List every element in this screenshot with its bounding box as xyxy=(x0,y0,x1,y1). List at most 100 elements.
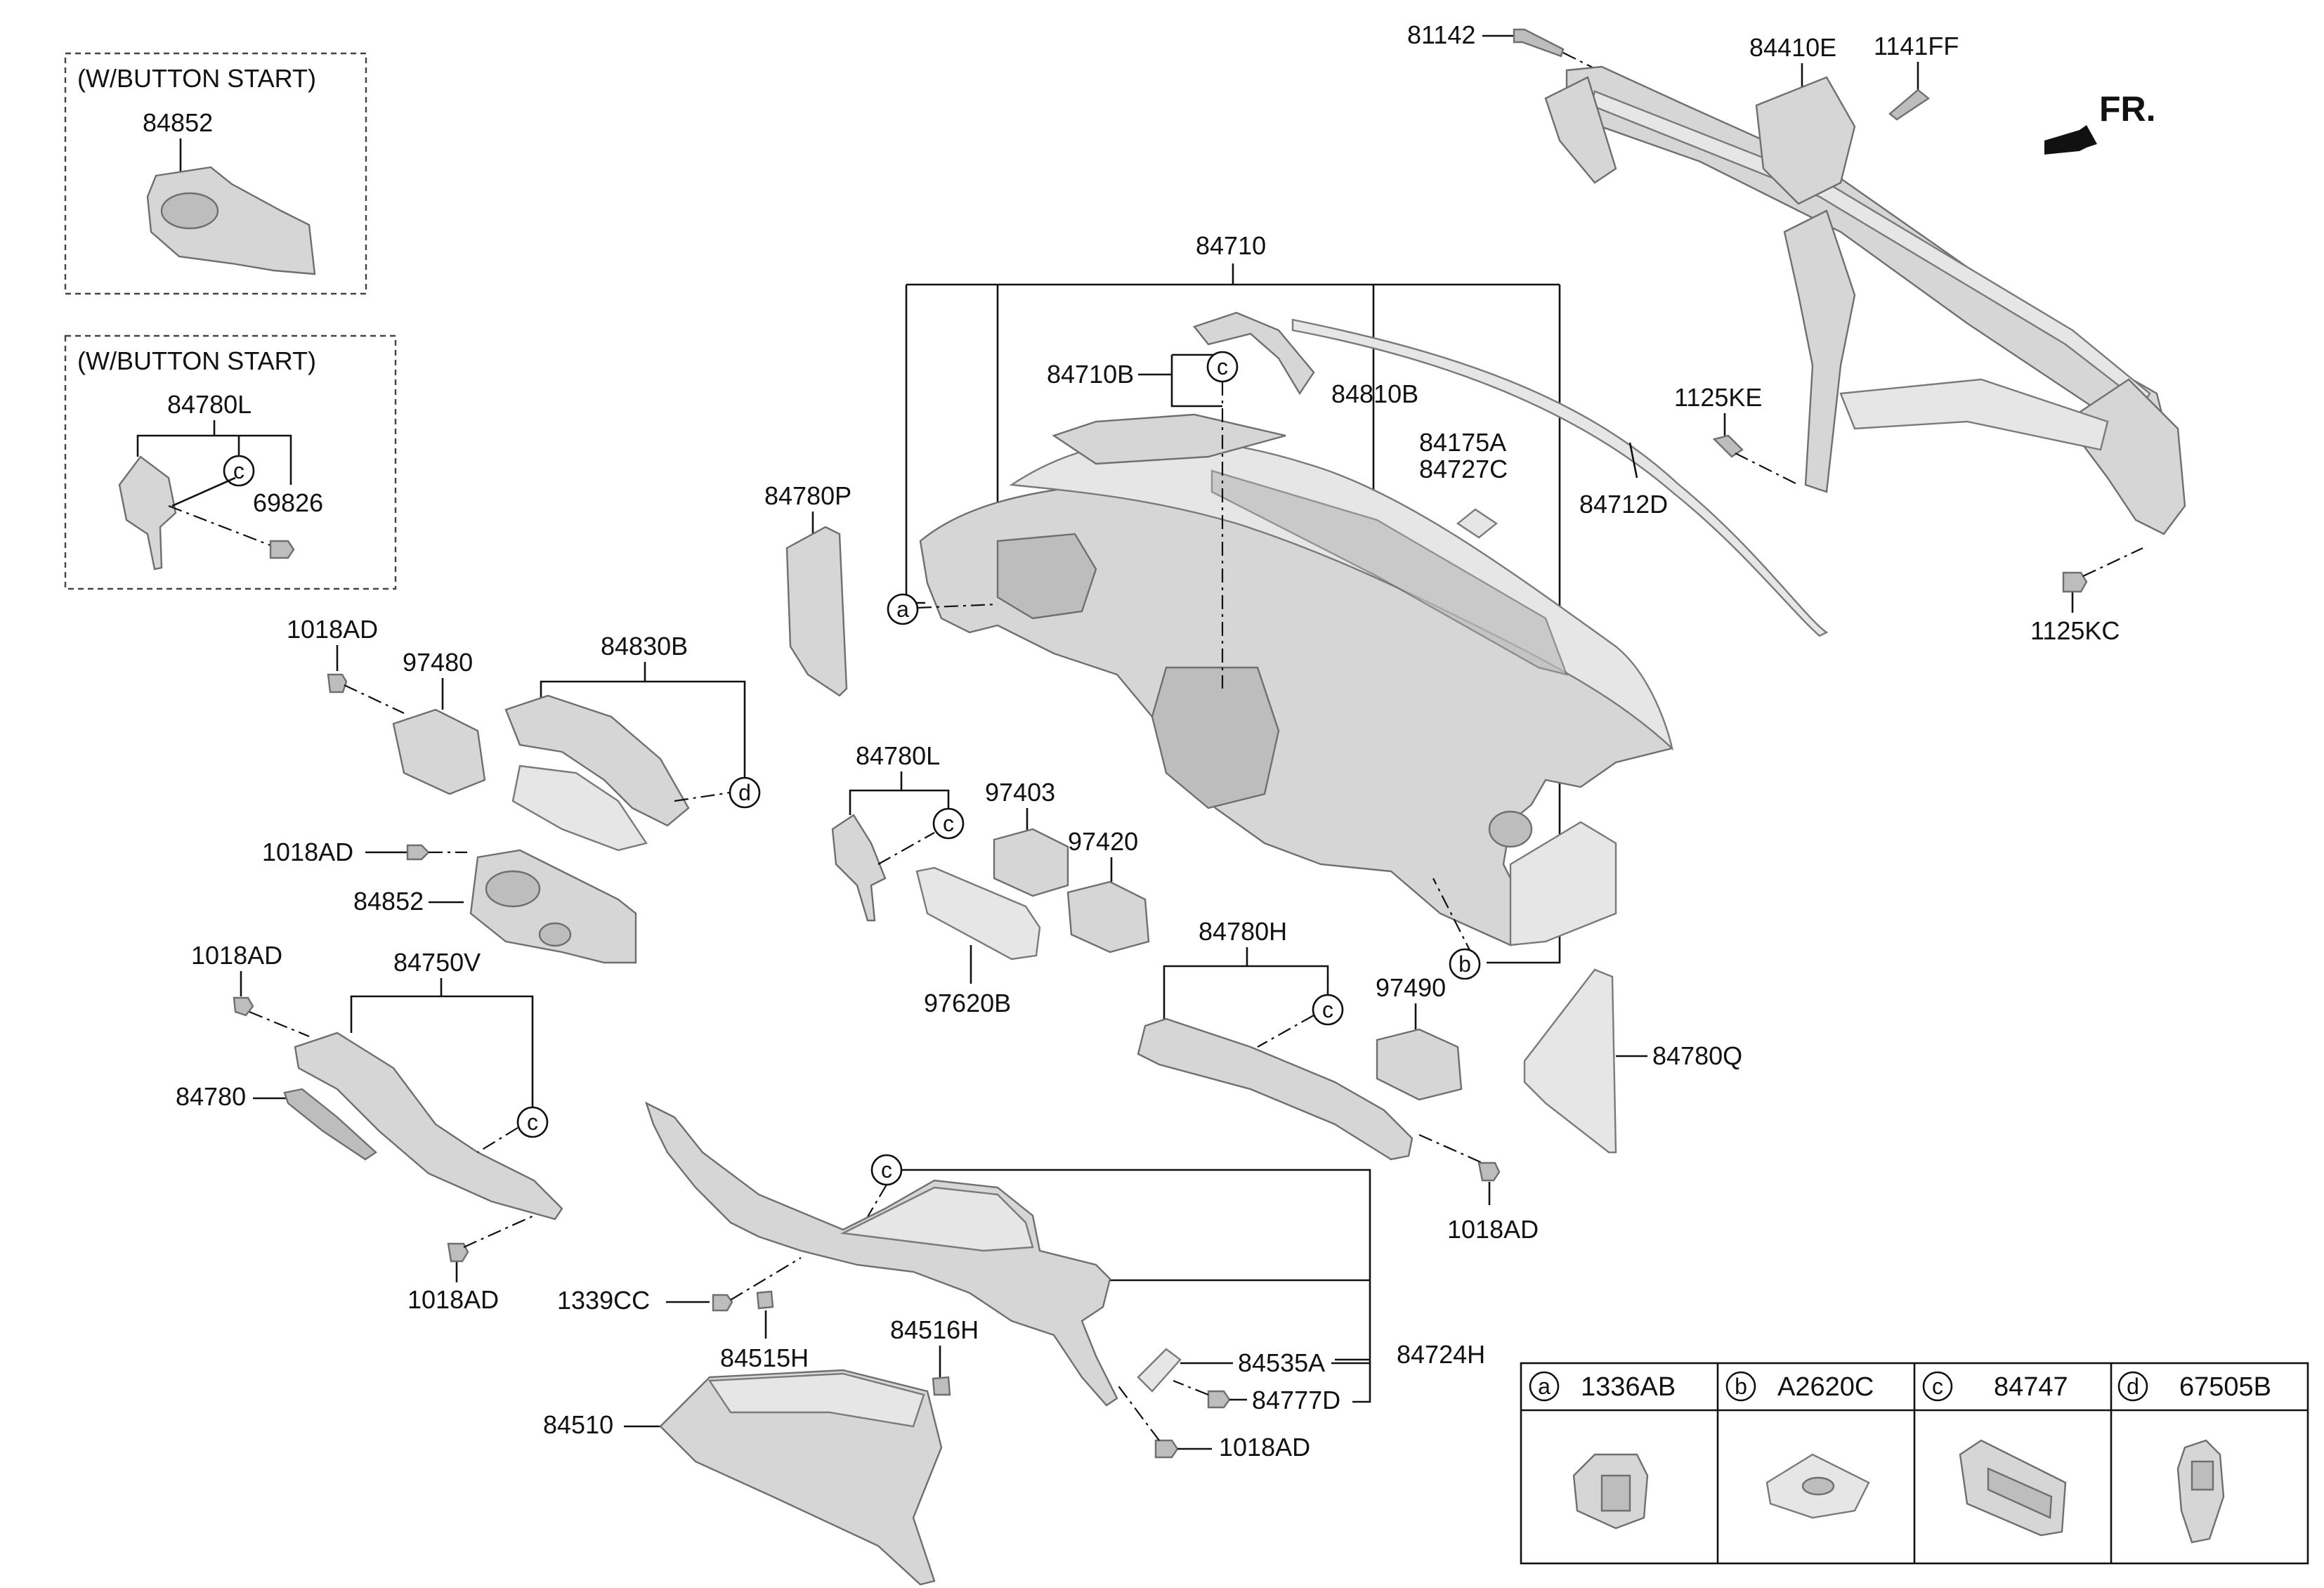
lower-panel-left-part xyxy=(294,1031,563,1221)
nut-1339CC-icon xyxy=(712,1294,733,1312)
label-1339CC: 1339CC xyxy=(557,1286,650,1315)
crash-pad-side-panel-part xyxy=(1509,821,1617,946)
screw-1018AD-icon xyxy=(327,673,348,694)
side-cover-left-part xyxy=(785,526,848,697)
label-81142: 81142 xyxy=(1407,20,1475,49)
label-97420: 97420 xyxy=(1068,827,1138,856)
defroster-strip-part xyxy=(1291,318,1829,637)
glove-box-housing-part xyxy=(644,1101,1118,1407)
glove-box-housing-group: c 1339CC 84515H 84516H 84535A 84724H 847… xyxy=(557,1101,1485,1462)
center-fascia-opening-part xyxy=(1151,666,1280,809)
label-84535A: 84535A xyxy=(1238,1348,1325,1377)
inset-box-1-part-number: 84852 xyxy=(143,108,213,137)
label-1018AD-1: 1018AD xyxy=(287,615,378,644)
screw-1018AD-6-icon xyxy=(1154,1439,1179,1459)
label-84852: 84852 xyxy=(353,887,424,916)
callout-c-lower-right: c xyxy=(1322,997,1333,1022)
center-garnish-part xyxy=(831,814,887,922)
glove-box-group: 84510 xyxy=(543,1369,943,1586)
label-84175A: 84175A xyxy=(1419,428,1506,457)
cluster-opening-part xyxy=(996,533,1097,620)
label-1018AD-4: 1018AD xyxy=(407,1285,499,1314)
front-arrow-icon xyxy=(2044,125,2097,155)
label-84777D: 84777D xyxy=(1252,1386,1340,1414)
lower-panel-left-group: 1018AD 84750V c 84780 1018AD xyxy=(176,941,563,1314)
legend-key-b: b xyxy=(1735,1374,1747,1399)
screw-1018AD-4-icon xyxy=(447,1242,469,1263)
bolt-1125KE-icon xyxy=(1712,434,1744,458)
callout-c-lower-left: c xyxy=(527,1109,538,1135)
callout-c-glove-housing: c xyxy=(881,1157,892,1183)
label-84710: 84710 xyxy=(1196,231,1266,260)
label-84410E: 84410E xyxy=(1749,33,1836,62)
upper-cover-group: 84710B c xyxy=(1047,311,1315,689)
inset-box-2-sub-part: 69826 xyxy=(253,488,323,517)
side-cover-right-part xyxy=(1523,968,1617,1154)
air-vent-97420-part xyxy=(1066,880,1150,954)
callout-c-upper-cover: c xyxy=(1217,354,1228,379)
label-1018AD-2: 1018AD xyxy=(262,838,353,866)
label-97403: 97403 xyxy=(985,778,1055,807)
air-vent-97490-part xyxy=(1376,1028,1463,1101)
damper-84535A-part xyxy=(1137,1348,1182,1393)
lower-panel-right-group: 84780H c 97490 84780Q 1018AD xyxy=(1137,917,1742,1244)
upper-cover-part xyxy=(1192,311,1315,396)
callout-c-inset: c xyxy=(233,458,244,483)
label-84516H: 84516H xyxy=(890,1315,979,1344)
legend-cell-d: d 67505B xyxy=(2117,1371,2271,1544)
legend-part-a: 1336AB xyxy=(1581,1372,1676,1402)
label-84780: 84780 xyxy=(176,1082,246,1111)
label-84727C: 84727C xyxy=(1419,455,1508,483)
inset-box-1-title: (W/BUTTON START) xyxy=(77,64,316,93)
front-direction-indicator: FR. xyxy=(2044,89,2156,155)
clip-84516H-icon xyxy=(932,1376,951,1396)
crash-pad-upper-part xyxy=(1009,438,1673,751)
air-vent-97403-part xyxy=(993,828,1069,897)
legend-key-c: c xyxy=(1932,1374,1943,1399)
glove-box-part xyxy=(659,1369,943,1586)
center-bezel-part xyxy=(915,866,1041,961)
air-vent-97480-part xyxy=(392,708,486,795)
screw-1018AD-2-icon xyxy=(406,844,430,861)
screw-84777D-icon xyxy=(1207,1390,1231,1409)
inset-box-2-part-number: 84780L xyxy=(167,390,252,419)
label-97620B: 97620B xyxy=(924,989,1011,1017)
label-1125KC: 1125KC xyxy=(2030,616,2120,645)
callout-b-main: b xyxy=(1458,951,1471,977)
callout-d-cluster: d xyxy=(738,780,751,805)
bolt-1125KC-icon xyxy=(2062,571,2088,593)
bolt-1141FF-icon xyxy=(1888,89,1931,121)
label-1125KE: 1125KE xyxy=(1674,383,1762,412)
inset-box-button-start-2: (W/BUTTON START) 84780L c 69826 xyxy=(64,334,397,590)
callout-a-main: a xyxy=(896,597,909,622)
legend-cell-b: b A2620C xyxy=(1725,1371,1874,1519)
label-84724H: 84724H xyxy=(1397,1340,1485,1369)
legend-part-b: A2620C xyxy=(1777,1372,1874,1402)
label-sticker-part xyxy=(1456,508,1499,539)
inset-box-2-title: (W/BUTTON START) xyxy=(77,346,316,375)
label-84830B: 84830B xyxy=(601,632,688,660)
cluster-fascia-part xyxy=(504,694,690,827)
label-1018AD-5: 1018AD xyxy=(1447,1215,1539,1244)
defroster-strip-group: 84712D xyxy=(1291,318,1829,637)
side-cover-left-group: 84780P xyxy=(764,481,851,697)
clip-84515H-icon xyxy=(756,1290,774,1310)
label-84515H: 84515H xyxy=(720,1343,809,1372)
label-84780H: 84780H xyxy=(1199,917,1287,946)
crash-pad-assembly: 84710 a b xyxy=(887,231,1673,980)
label-84750V: 84750V xyxy=(393,948,481,977)
switch-cover-part xyxy=(118,455,177,571)
bolt-81142-icon xyxy=(1513,28,1565,58)
label-1141FF: 1141FF xyxy=(1874,32,1959,60)
cowl-crossbar-group: 81142 84410E 1141FF 1125KE 1125KC FR. xyxy=(1407,20,2186,645)
callout-c-center: c xyxy=(943,811,954,836)
defrost-grille-part xyxy=(1210,469,1568,676)
legend-part-c: 84747 xyxy=(1994,1372,2068,1402)
clip-legend-table: a 1336AB b A2620C c 84747 d 67505B xyxy=(1520,1362,2309,1565)
cluster-fascia-group: 1018AD 97480 84830B d 1018AD 84852 xyxy=(262,615,761,964)
label-84510: 84510 xyxy=(543,1410,613,1439)
screw-1018AD-3-icon xyxy=(233,996,254,1017)
legend-cell-a: a 1336AB xyxy=(1529,1371,1676,1530)
legend-part-d: 67505B xyxy=(2179,1372,2271,1402)
label-84710B: 84710B xyxy=(1047,360,1134,389)
